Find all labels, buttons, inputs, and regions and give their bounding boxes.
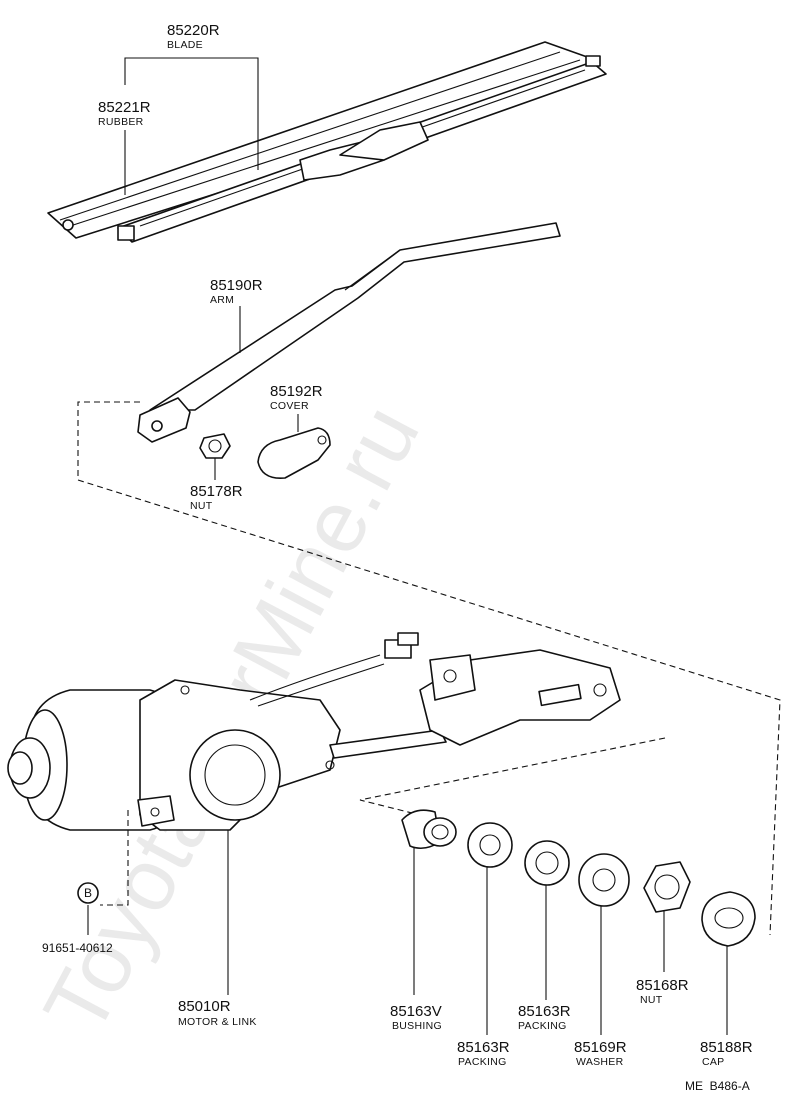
pivot-nut-part-number: 85168R <box>636 977 689 994</box>
cover-drawing <box>257 427 331 479</box>
bolt-marker-circle <box>77 882 99 904</box>
cap-drawing <box>701 891 756 947</box>
pivot-nut-part-name: NUT <box>640 994 663 1006</box>
cover-part-name: COVER <box>270 400 309 412</box>
packing-upper-drawing <box>524 840 570 886</box>
bolt-part-number: 91651-40612 <box>42 941 113 955</box>
rubber-part-number: 85221R <box>98 99 151 116</box>
arm-mount-dashed-line <box>77 401 781 936</box>
pivot-nut-drawing <box>643 861 691 913</box>
cap-part-name: CAP <box>702 1056 725 1068</box>
arm-part-number: 85190R <box>210 277 263 294</box>
arm-nut-part-number: 85178R <box>190 483 243 500</box>
pivot-dashed-line <box>359 737 666 816</box>
wiper-arm-drawing <box>137 222 561 443</box>
packing-lower-part-number: 85163R <box>457 1039 510 1056</box>
packing-upper-part-name: PACKING <box>518 1020 567 1032</box>
bolt-marker-label: B <box>84 886 92 900</box>
motor-part-name: MOTOR & LINK <box>178 1016 257 1028</box>
arm-nut-part-name: NUT <box>190 500 213 512</box>
packing-lower-part-name: PACKING <box>458 1056 507 1068</box>
blade-part-number: 85220R <box>167 22 220 39</box>
washer-part-number: 85169R <box>574 1039 627 1056</box>
wiper-blade-drawing <box>47 41 607 243</box>
washer-drawing <box>578 853 630 907</box>
motor-and-link-drawing <box>7 632 621 831</box>
rubber-part-name: RUBBER <box>98 116 144 128</box>
bolt-dashed-line <box>100 810 129 906</box>
bushing-part-number: 85163V <box>390 1003 442 1020</box>
packing-upper-part-number: 85163R <box>518 1003 571 1020</box>
bushing-part-name: BUSHING <box>392 1020 442 1032</box>
motor-part-number: 85010R <box>178 998 231 1015</box>
blade-part-name: BLADE <box>167 39 203 51</box>
arm-nut-drawing <box>199 433 231 459</box>
cover-part-number: 85192R <box>270 383 323 400</box>
cap-part-number: 85188R <box>700 1039 753 1056</box>
diagram-reference-code: ME B486-A <box>685 1079 750 1093</box>
packing-lower-drawing <box>467 822 513 868</box>
leader-lines <box>87 57 728 1035</box>
bushing-drawing <box>401 809 457 850</box>
washer-part-name: WASHER <box>576 1056 624 1068</box>
arm-part-name: ARM <box>210 294 234 306</box>
